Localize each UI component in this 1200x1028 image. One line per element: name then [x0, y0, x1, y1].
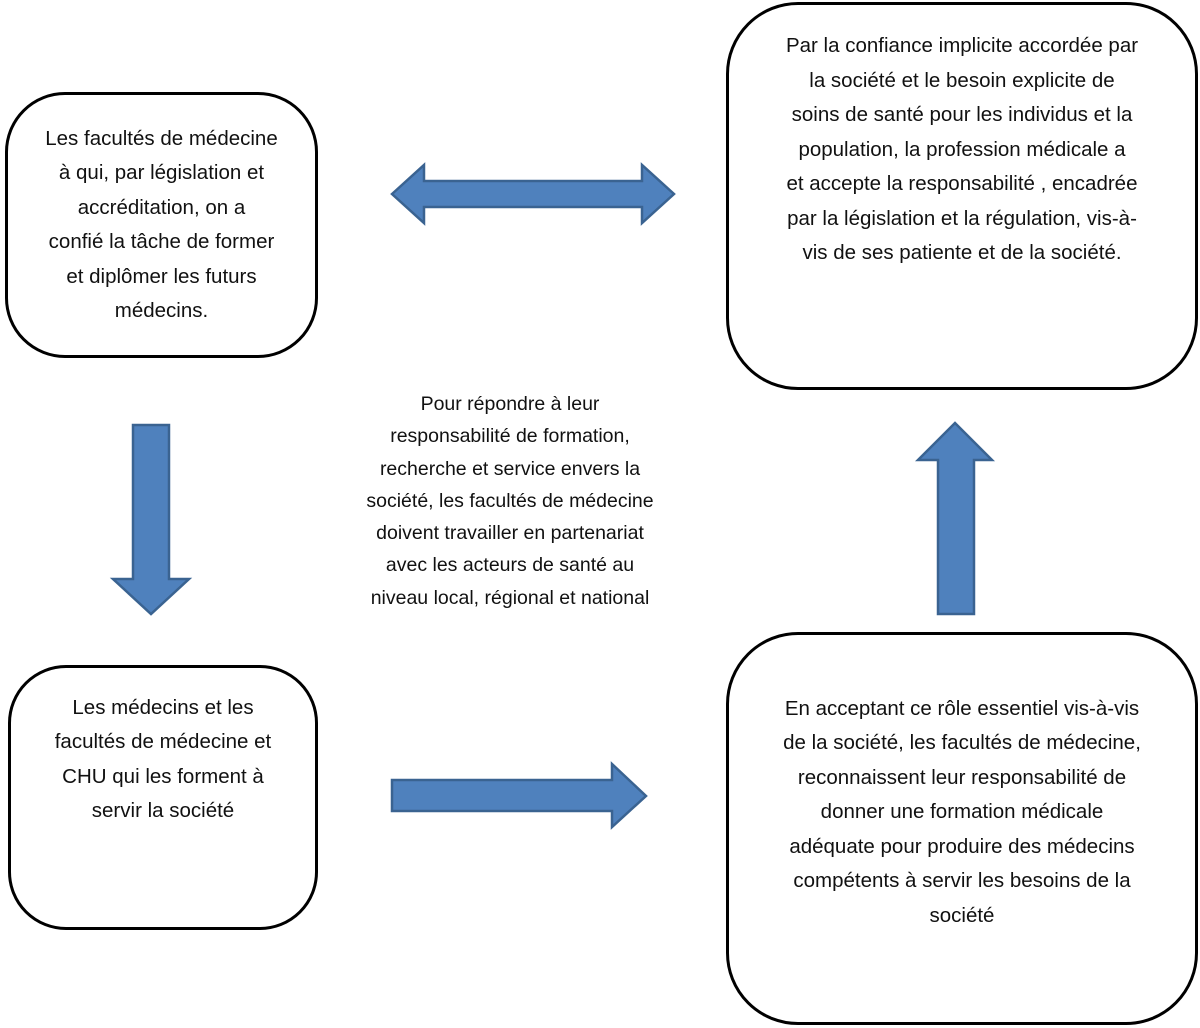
- box-medical-profession-responsibility-text: Par la confiance implicite accordée par …: [785, 34, 1139, 265]
- arrow-up-icon: [914, 421, 996, 616]
- box-medical-faculties-text: Les facultés de médecine à qui, par légi…: [45, 126, 278, 323]
- box-faculties-accept-role-text: En acceptant ce rôle essentiel vis-à-vis…: [783, 696, 1141, 927]
- box-medical-profession-responsibility: Par la confiance implicite accordée par …: [726, 2, 1198, 390]
- box-doctors-serve-society-text: Les médecins et les facultés de médecine…: [54, 695, 272, 823]
- box-medical-faculties: Les facultés de médecine à qui, par légi…: [5, 92, 318, 358]
- box-doctors-serve-society: Les médecins et les facultés de médecine…: [8, 665, 318, 930]
- double-arrow-icon: [390, 162, 676, 226]
- arrow-down-icon: [109, 423, 193, 616]
- arrow-right-icon: [390, 761, 648, 830]
- center-partnership-text: Pour répondre à leur responsabilité de f…: [366, 393, 654, 609]
- box-faculties-accept-role: En acceptant ce rôle essentiel vis-à-vis…: [726, 632, 1198, 1025]
